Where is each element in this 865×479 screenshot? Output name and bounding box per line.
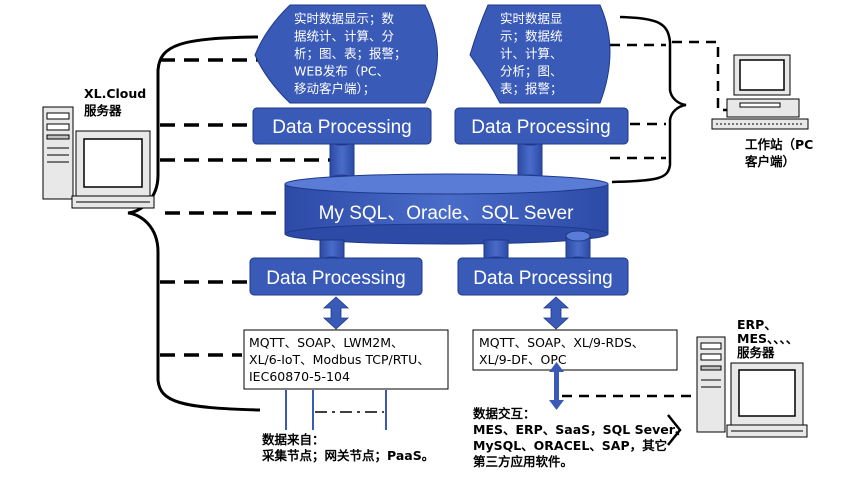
data-exchange-text-line: MySQL、ORACEL、SAP，其它 <box>473 438 667 453</box>
data-processing-bottom-left: Data Processing <box>249 257 423 296</box>
protocols-right-text: MQTT、SOAP、XL/9-RDS、 XL/9-DF、OPC <box>479 335 644 367</box>
dp-label: Data Processing <box>473 268 612 289</box>
bubble-right-text-line: 示；数据统 <box>500 29 563 44</box>
bubble-left <box>254 4 438 104</box>
bubble-right-text-line: 计、计算、 <box>500 46 563 61</box>
workstation-label-line: 客户端） <box>744 154 795 169</box>
bubble-right-text-line: 实时数据显 <box>500 11 563 26</box>
protocols-left-text: MQTT、SOAP、LWM2M、 XL/6-IoT、Modbus TCP/RTU、… <box>249 335 430 384</box>
data-exchange-text-line: 第三方应用软件。 <box>473 454 573 469</box>
data-processing-top-right: Data Processing <box>454 107 629 145</box>
server-bracket <box>127 35 261 412</box>
data-source-text: 数据来自：采集节点；网关节点；PaaS。 <box>261 432 434 463</box>
workstation-label-line: 工作站（PC <box>745 137 813 152</box>
protocols-left-text-line: MQTT、SOAP、LWM2M、 <box>249 335 404 350</box>
protocols-left-box <box>243 329 449 390</box>
protocols-left-text-line: XL/6-IoT、Modbus TCP/RTU、 <box>249 352 430 367</box>
erp-label-line: MES、、、、 <box>737 331 798 346</box>
workstation-bracket <box>611 15 687 184</box>
bubble-left-text-line: 移动客户端）； <box>294 81 375 96</box>
data-exchange-text-line: 数据交互： <box>472 406 536 421</box>
bubble-right-text-line: 表；报警； <box>500 81 563 96</box>
data-exchange-text: 数据交互：MES、ERP、SaaS，SQL Sever、MySQL、ORACEL… <box>472 406 687 469</box>
data-exchange-text-line: MES、ERP、SaaS，SQL Sever、 <box>473 422 687 437</box>
server-computer-icon <box>42 106 155 209</box>
bubble-right-text-line: 分析；图、 <box>500 64 563 79</box>
double-arrow-left <box>322 296 350 330</box>
database-cylinder: My SQL、Oracle、SQL Sever <box>284 173 609 245</box>
workstation-icon <box>711 54 809 130</box>
workstation-label: 工作站（PC 客户端） <box>744 137 813 169</box>
bubble-left-text-line: 实时数据显示；数 <box>294 11 395 26</box>
erp-label-line: 服务器 <box>737 345 775 360</box>
server-label-line: 服务器 <box>84 103 122 118</box>
server-dashed-links <box>160 58 330 357</box>
data-source-text-line: 采集节点；网关节点；PaaS。 <box>261 448 434 463</box>
bubble-right <box>469 4 611 104</box>
erp-label: ERP、MES、、、、服务器 <box>737 317 798 360</box>
bubble-left-text-line: 据统计、计算、分 <box>294 29 394 44</box>
exchange-arrow <box>549 362 564 410</box>
bubble-left-text-line: 析；图、表；报警； <box>294 46 407 61</box>
data-source-lines <box>285 390 387 430</box>
dp-label: Data Processing <box>471 117 610 138</box>
protocols-right-text-line: XL/9-DF、OPC <box>479 352 567 367</box>
data-processing-top-left: Data Processing <box>252 107 432 145</box>
dp-label: Data Processing <box>272 117 411 138</box>
erp-bracket <box>667 414 682 446</box>
protocols-right-box <box>472 329 678 371</box>
server-label-line: XL.Cloud <box>84 86 146 101</box>
dp-label: Data Processing <box>266 268 405 289</box>
database-label: My SQL、Oracle、SQL Sever <box>319 203 574 224</box>
bubble-left-text-line: WEB发布（PC、 <box>294 64 389 79</box>
protocols-left-text-line: IEC60870-5-104 <box>249 369 350 384</box>
erp-server-icon <box>696 336 808 438</box>
double-arrow-right <box>542 296 570 330</box>
server-label: XL.Cloud 服务器 <box>84 86 146 118</box>
data-processing-bottom-right: Data Processing <box>457 257 629 296</box>
erp-label-line: ERP、 <box>737 317 777 332</box>
data-source-text-line: 数据来自： <box>261 432 325 447</box>
workstation-dashed-links <box>610 40 728 160</box>
protocols-right-text-line: MQTT、SOAP、XL/9-RDS、 <box>479 335 644 350</box>
